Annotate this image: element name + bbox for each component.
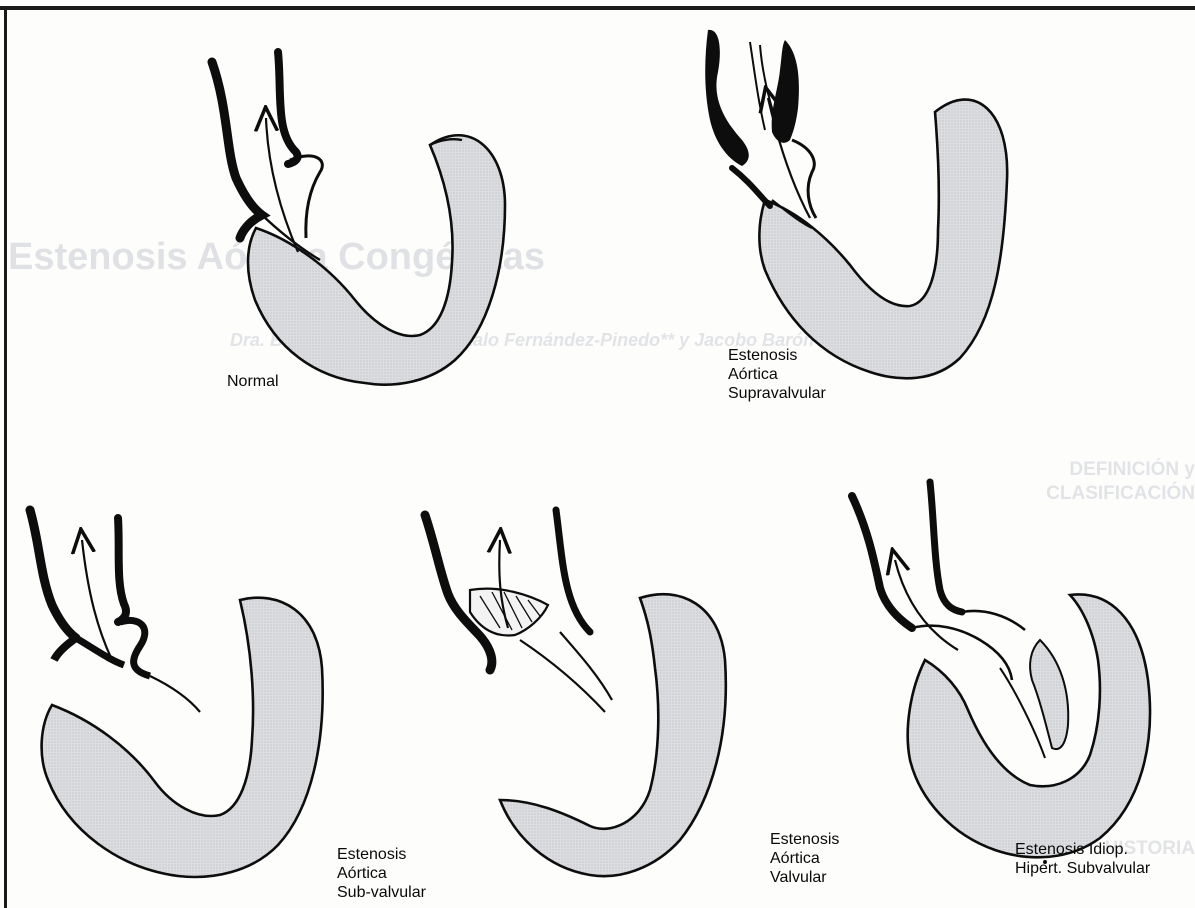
label-valvular-line-2: Aórtica (770, 849, 839, 868)
heart-valvular (425, 510, 726, 876)
myocardium-normal (248, 135, 505, 384)
label-supravalvular-line-2: Aórtica (728, 365, 826, 384)
aortic-wall-right-valvular (556, 510, 590, 632)
heart-subvalvular (30, 510, 323, 877)
label-idiopathic-line-2: Hipert. Subvalvular (1015, 859, 1150, 878)
aortic-wall-right (278, 52, 298, 164)
label-subvalvular-line-3: Sub-valvular (337, 883, 426, 902)
aortic-wall-left (212, 62, 262, 238)
label-normal: Normal (227, 372, 279, 391)
label-supravalvular-line-1: Estenosis (728, 346, 826, 365)
heart-normal (212, 52, 505, 385)
label-valvular: Estenosis Aórtica Valvular (770, 830, 839, 887)
aortic-wall-left-subvalvular (30, 510, 76, 638)
label-valvular-line-3: Valvular (770, 868, 839, 887)
label-subvalvular-line-1: Estenosis (337, 845, 426, 864)
myocardium-idiopathic (908, 594, 1150, 857)
label-valvular-line-1: Estenosis (770, 830, 839, 849)
label-idiopathic-line-1: Estenosis Idiop. (1015, 840, 1150, 859)
aortic-wall-right-idiopathic (930, 482, 962, 612)
label-supravalvular-line-3: Supravalvular (728, 384, 826, 403)
label-subvalvular: Estenosis Aórtica Sub-valvular (337, 845, 426, 902)
label-supravalvular: Estenosis Aórtica Supravalvular (728, 346, 826, 403)
label-idiopathic: Estenosis Idiop. Hipert. Subvalvular (1015, 840, 1150, 878)
label-normal-text: Normal (227, 372, 279, 391)
aortic-wall-left-idiopathic (852, 496, 912, 628)
subvalvular-membrane (120, 620, 150, 676)
heart-idiopathic-subvalvular (852, 482, 1150, 864)
supravalvular-narrowing-left (705, 30, 749, 166)
label-subvalvular-line-2: Aórtica (337, 864, 426, 883)
heart-supravalvular (705, 30, 1007, 378)
aortic-wall-right-subvalvular (118, 518, 126, 622)
myocardium-valvular (500, 594, 726, 876)
